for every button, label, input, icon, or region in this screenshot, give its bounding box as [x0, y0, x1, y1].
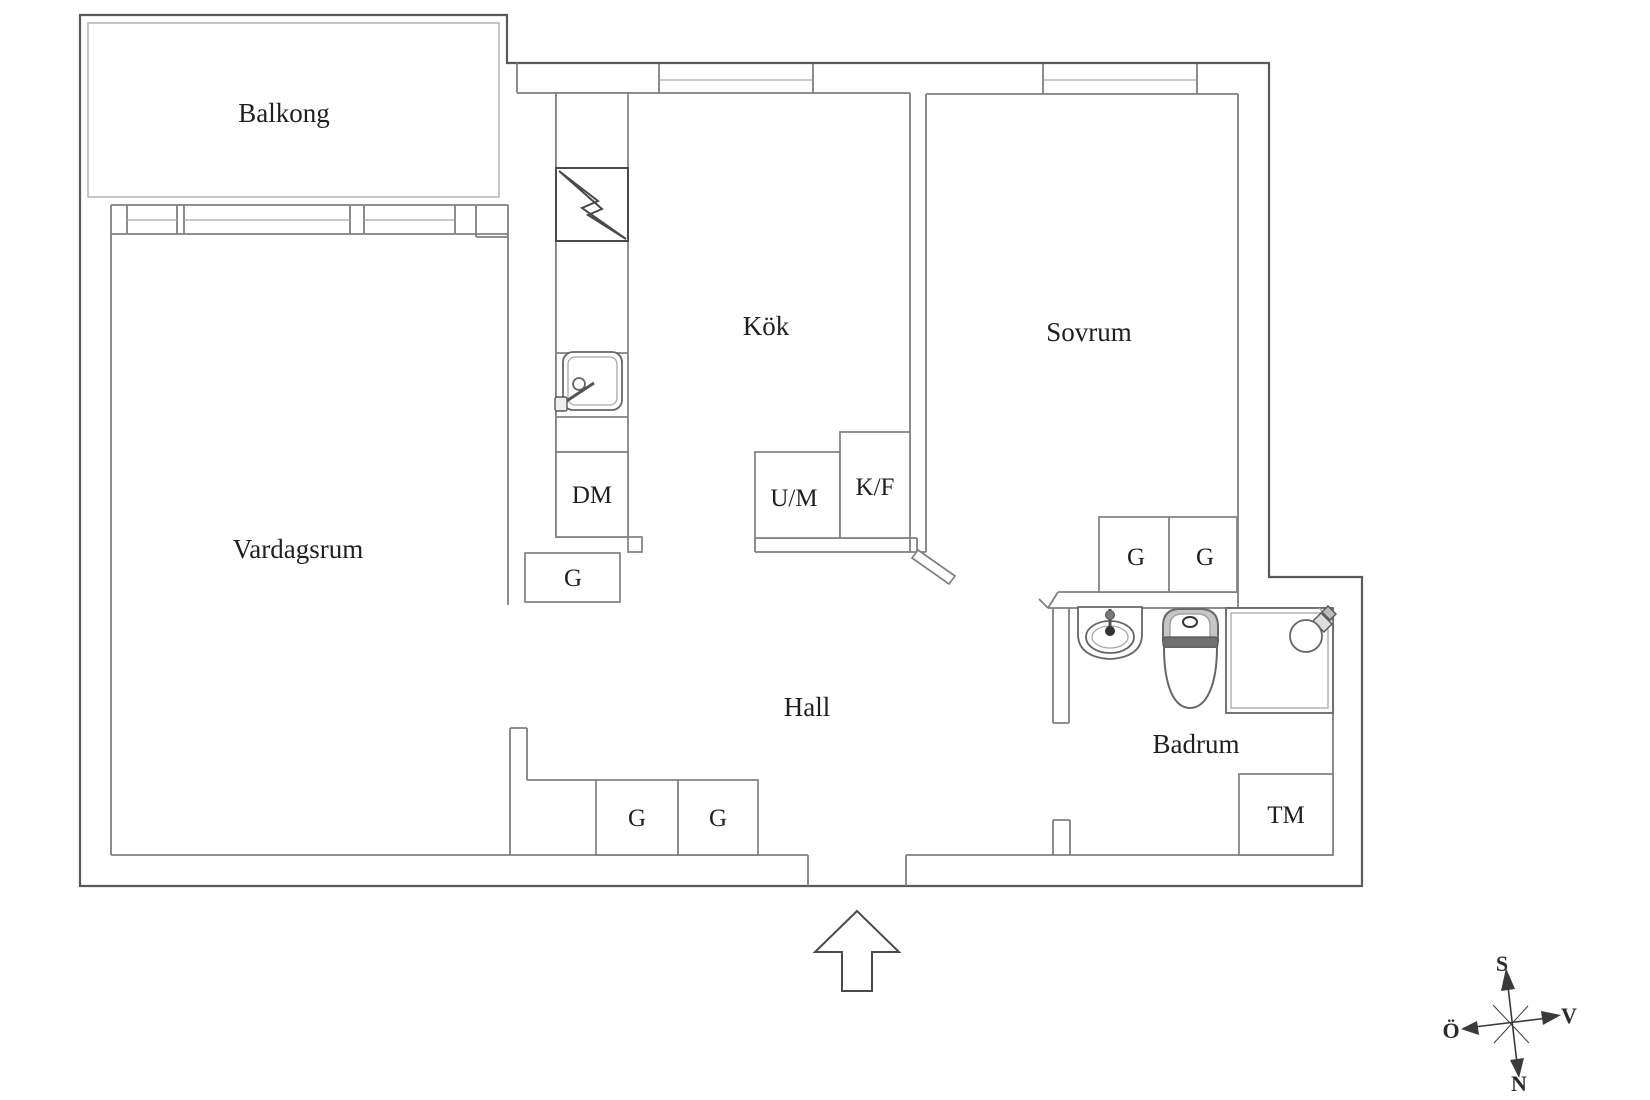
room-label-bedroom: Sovrum: [1046, 317, 1132, 347]
stove-icon: [558, 170, 627, 240]
compass-icon: S N V Ö: [1442, 951, 1577, 1096]
label-dishwasher: DM: [572, 482, 612, 509]
kitchen-counter: [555, 92, 643, 553]
outer-wall: [78, 13, 1364, 888]
bathroom-sink-icon: [1077, 606, 1143, 660]
kitchen-door-leaf: [910, 548, 957, 586]
hall-wardrobes: [595, 779, 759, 856]
label-wardrobe-bedroom-2: G: [1196, 544, 1214, 571]
room-label-bathroom: Badrum: [1153, 729, 1240, 759]
label-wardrobe-hall-1: G: [628, 805, 646, 832]
compass-south-label: S: [1496, 951, 1508, 976]
counter-step: [627, 536, 643, 553]
oven-microwave-box: [754, 451, 841, 539]
label-washing-machine: TM: [1267, 802, 1305, 829]
window-glass-lines: [127, 79, 1197, 221]
kitchen-sink-icon: [554, 351, 623, 412]
bedroom-wardrobes: [1098, 516, 1238, 593]
kitchen-wardrobe-box: [524, 552, 621, 603]
compass-west-label: V: [1561, 1003, 1577, 1028]
dishwasher-box: [555, 451, 629, 538]
shower-icon: [1225, 605, 1337, 714]
fridge-freezer-box: [839, 431, 911, 539]
label-fridge-freezer: K/F: [856, 474, 895, 501]
room-label-living-room: Vardagsrum: [233, 534, 363, 564]
room-label-kitchen: Kök: [743, 311, 790, 341]
entrance-arrow-icon: [812, 909, 902, 992]
label-oven-microwave: U/M: [770, 485, 817, 512]
toilet-icon: [1162, 608, 1219, 710]
room-label-balcony: Balkong: [238, 98, 330, 128]
balcony-railing: [87, 22, 500, 198]
interior-walls: [110, 63, 1334, 886]
compass-east-label: Ö: [1442, 1018, 1459, 1043]
label-wardrobe-bedroom-1: G: [1127, 544, 1145, 571]
label-wardrobe-hall-2: G: [709, 805, 727, 832]
washing-machine-box: [1238, 773, 1334, 856]
compass-north-label: N: [1511, 1071, 1527, 1096]
room-label-hall: Hall: [784, 692, 831, 722]
label-wardrobe-kitchen: G: [564, 565, 582, 592]
